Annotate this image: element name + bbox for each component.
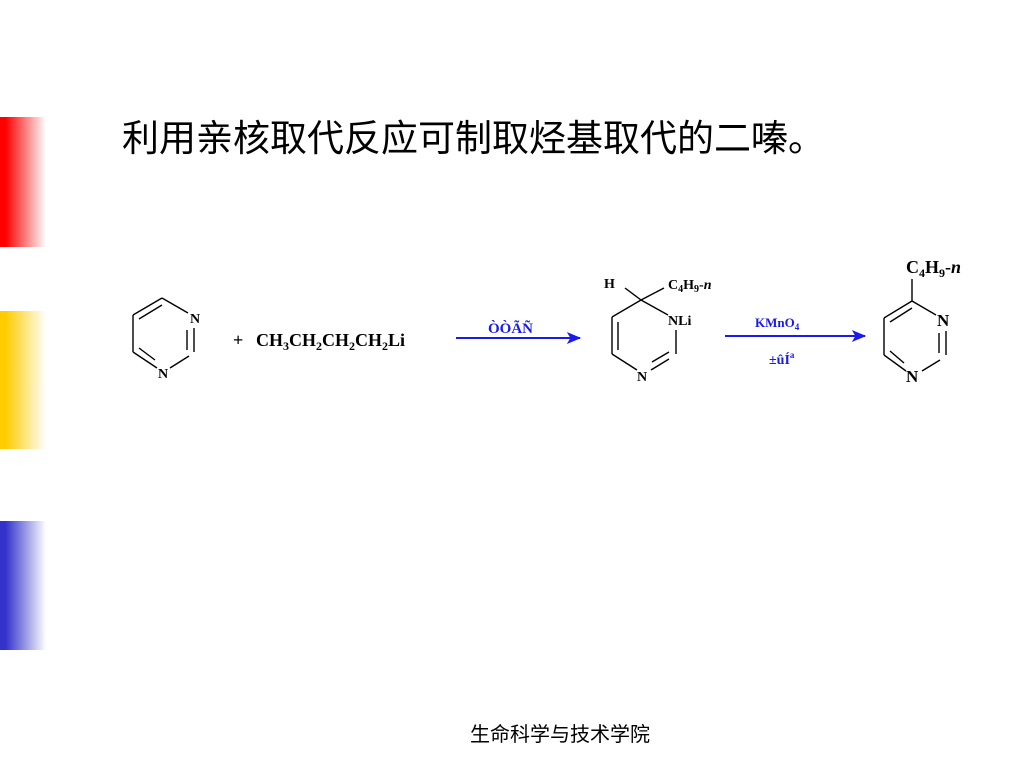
butyllithium-formula: CH3CH2CH2CH2Li: [256, 330, 405, 353]
accent-bar-blue: [0, 521, 46, 650]
product-n-top: N: [937, 311, 950, 330]
plus-sign: +: [233, 330, 243, 350]
product-butyl-label: C4H9-n: [906, 257, 961, 280]
slide-title: 利用亲核取代反应可制取烃基取代的二嗪。: [122, 117, 825, 160]
reactant-n-bottom: N: [158, 367, 168, 382]
footer-institution: 生命科学与技术学院: [470, 722, 650, 746]
arrow-2-condition: ±ûÍa: [769, 350, 795, 368]
intermediate-nli-label: NLi: [668, 314, 691, 329]
arrow-1-condition: ÒÒÃÑ: [488, 319, 533, 337]
intermediate-h-label: H: [604, 277, 615, 292]
product-n-bottom: N: [906, 367, 919, 386]
intermediate-n-label: N: [637, 370, 647, 385]
reactant-n-top: N: [190, 312, 200, 327]
butylpyrimidine-product: [883, 279, 947, 372]
arrow-2-reagent: KMnO4: [755, 315, 800, 332]
pyrimidine-reactant: [132, 297, 195, 369]
dihydropyrimidine-intermediate: [611, 287, 677, 371]
accent-bar-red: [0, 117, 46, 247]
intermediate-butyl-label: C4H9-n: [668, 278, 712, 295]
accent-bar-yellow: [0, 311, 46, 449]
